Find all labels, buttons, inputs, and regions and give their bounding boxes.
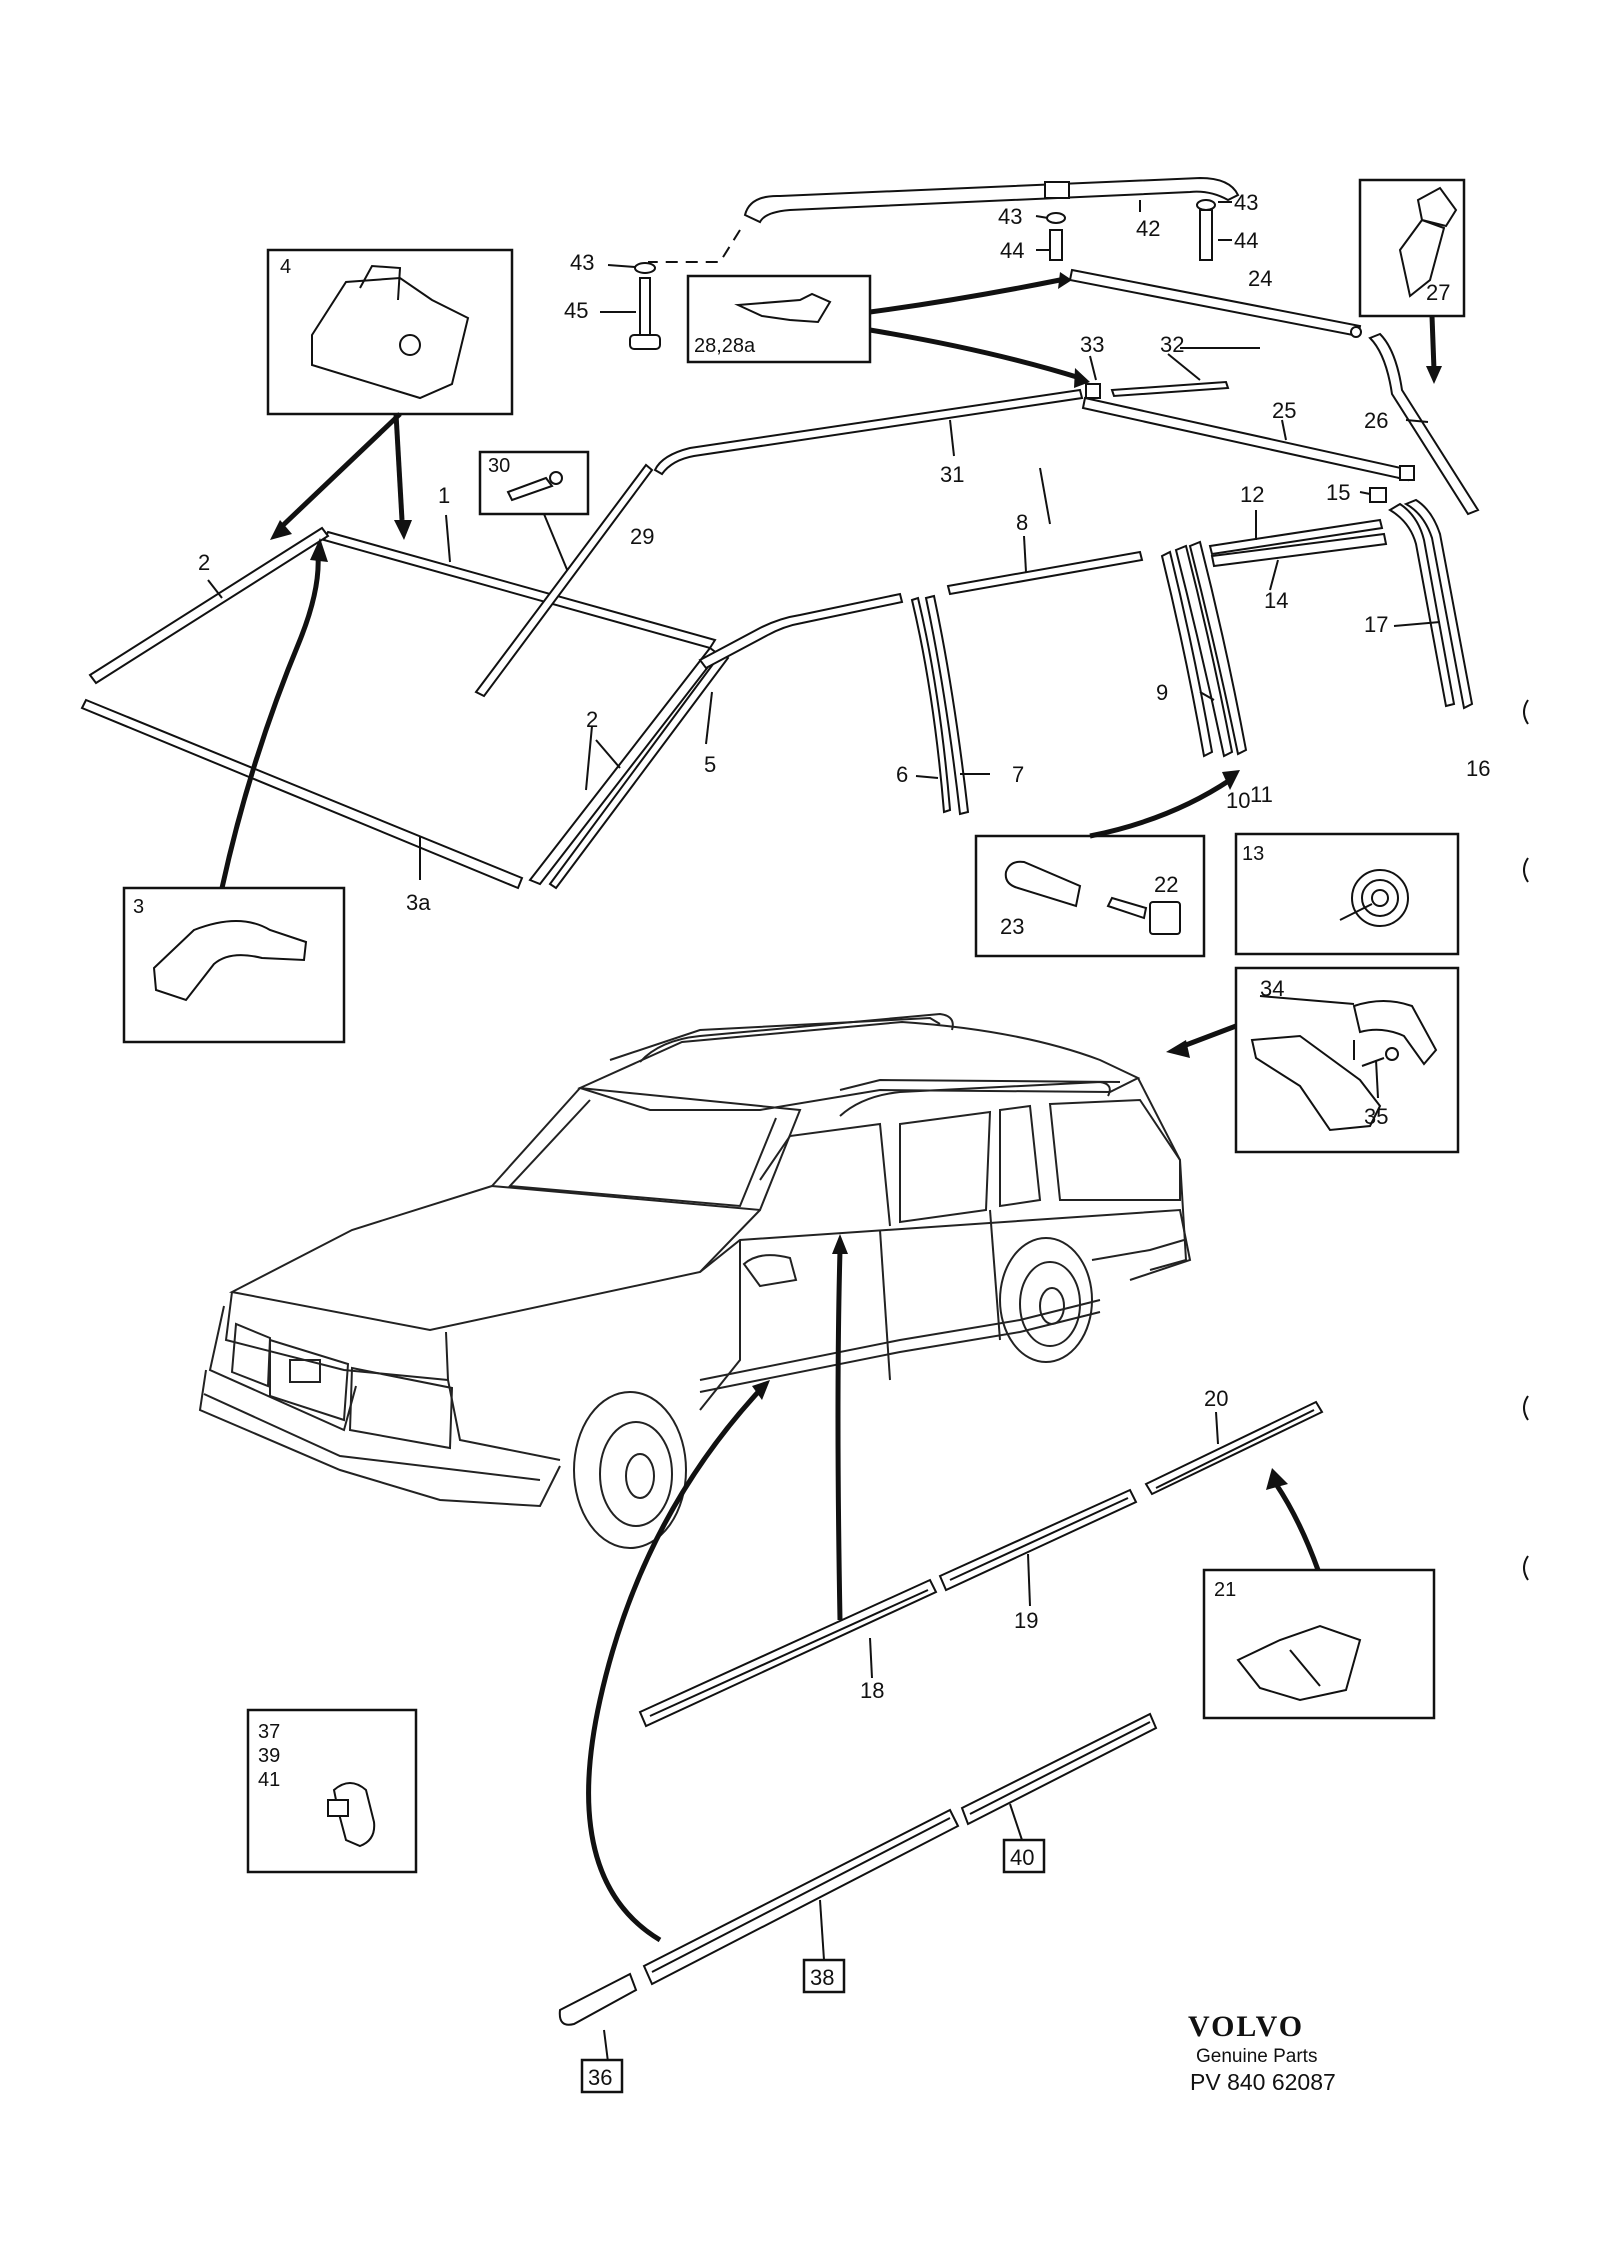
label-45: 45 — [564, 298, 588, 323]
car-illustration — [198, 1012, 1192, 1549]
strip-12-14 — [1208, 518, 1388, 568]
label-11: 11 — [1250, 782, 1273, 807]
margin-marks — [1523, 699, 1529, 1581]
molding-18 — [638, 1578, 938, 1728]
molding-19 — [938, 1488, 1138, 1592]
label-30: 30 — [488, 455, 510, 477]
roof-rail — [648, 176, 1240, 263]
strip-2-left — [88, 526, 330, 685]
molding-40 — [960, 1712, 1158, 1826]
boxed-label-36: 36 — [580, 2058, 624, 2094]
label-5: 5 — [704, 752, 716, 777]
brand-code: PV 840 62087 — [1190, 2069, 1336, 2095]
label-10: 10 — [1226, 788, 1250, 813]
strip-6-7 — [910, 594, 970, 816]
label-28: 28,28a — [694, 335, 756, 357]
label-29: 29 — [630, 524, 654, 549]
strip-2-right — [528, 646, 730, 890]
strip-9-10-11 — [1160, 540, 1248, 758]
label-15: 15 — [1326, 480, 1350, 505]
boxed-label-40: 40 — [1002, 1838, 1046, 1874]
label-7: 7 — [1012, 762, 1024, 787]
molding-20 — [1144, 1400, 1324, 1496]
detail-box-37-39-41 — [246, 1708, 418, 1874]
label-6: 6 — [896, 762, 908, 787]
brand-subtitle: Genuine Parts — [1196, 2046, 1317, 2067]
label-27: 27 — [1426, 280, 1450, 305]
label-35: 35 — [1364, 1104, 1388, 1129]
label-32: 32 — [1160, 332, 1184, 357]
clip-15 — [1369, 487, 1387, 503]
label-39: 39 — [258, 1745, 280, 1767]
label-43b: 43 — [998, 204, 1022, 229]
label-14: 14 — [1264, 588, 1288, 613]
label-13: 13 — [1242, 843, 1264, 865]
label-16: 16 — [1466, 756, 1490, 781]
label-44b: 44 — [1234, 228, 1258, 253]
label-19: 19 — [1014, 1608, 1038, 1633]
label-43c: 43 — [1234, 190, 1258, 215]
label-2b: 2 — [586, 707, 598, 732]
label-41: 41 — [258, 1769, 280, 1791]
strip-24 — [1068, 268, 1362, 338]
molding-38 — [642, 1808, 960, 1986]
label-26: 26 — [1364, 408, 1388, 433]
label-2a: 2 — [198, 550, 210, 575]
screw-45 — [629, 262, 661, 350]
boxed-label-38: 38 — [802, 1958, 846, 1994]
strip-32 — [1110, 380, 1230, 398]
label-21: 21 — [1214, 1579, 1236, 1601]
label-12: 12 — [1240, 482, 1264, 507]
label-4: 4 — [280, 256, 291, 278]
label-8: 8 — [1016, 510, 1028, 535]
svg-text:40: 40 — [1010, 1845, 1034, 1870]
strip-3a — [80, 698, 524, 890]
label-43a: 43 — [570, 250, 594, 275]
strip-29 — [474, 463, 654, 698]
detail-box-13 — [1234, 832, 1460, 956]
label-20: 20 — [1204, 1386, 1228, 1411]
svg-text:38: 38 — [810, 1965, 834, 1990]
leader-lines — [207, 347, 1441, 2063]
label-23: 23 — [1000, 914, 1024, 939]
label-44a: 44 — [1000, 238, 1024, 263]
label-22: 22 — [1154, 872, 1178, 897]
label-42: 42 — [1136, 216, 1160, 241]
label-34: 34 — [1260, 976, 1284, 1001]
label-3: 3 — [133, 896, 144, 918]
label-3a: 3a — [406, 890, 431, 915]
strip-25 — [1081, 396, 1415, 482]
screw-44-right — [1196, 199, 1216, 261]
callout-labels: 1 2 2 3 3a 4 5 6 7 8 9 10 11 12 13 14 15… — [133, 190, 1490, 1791]
label-24: 24 — [1248, 266, 1272, 291]
brand-name: VOLVO — [1188, 2010, 1304, 2043]
brand-block: VOLVO Genuine Parts PV 840 62087 — [1188, 2010, 1336, 2095]
label-33: 33 — [1080, 332, 1104, 357]
strip-26 — [1368, 332, 1480, 516]
screw-44-center — [1046, 212, 1066, 261]
label-31: 31 — [940, 462, 964, 487]
label-37: 37 — [258, 1721, 280, 1743]
strip-31 — [653, 388, 1084, 476]
label-18: 18 — [860, 1678, 884, 1703]
strip-5 — [698, 592, 904, 670]
svg-text:36: 36 — [588, 2065, 612, 2090]
strip-8 — [946, 550, 1144, 596]
strip-1 — [322, 530, 717, 650]
label-1: 1 — [438, 483, 450, 508]
molding-36 — [558, 1972, 638, 2026]
clip-33 — [1085, 383, 1101, 399]
detail-box-22-23 — [974, 834, 1206, 958]
label-9: 9 — [1156, 680, 1168, 705]
label-25: 25 — [1272, 398, 1296, 423]
strip-16-17 — [1388, 498, 1474, 710]
label-17: 17 — [1364, 612, 1388, 637]
